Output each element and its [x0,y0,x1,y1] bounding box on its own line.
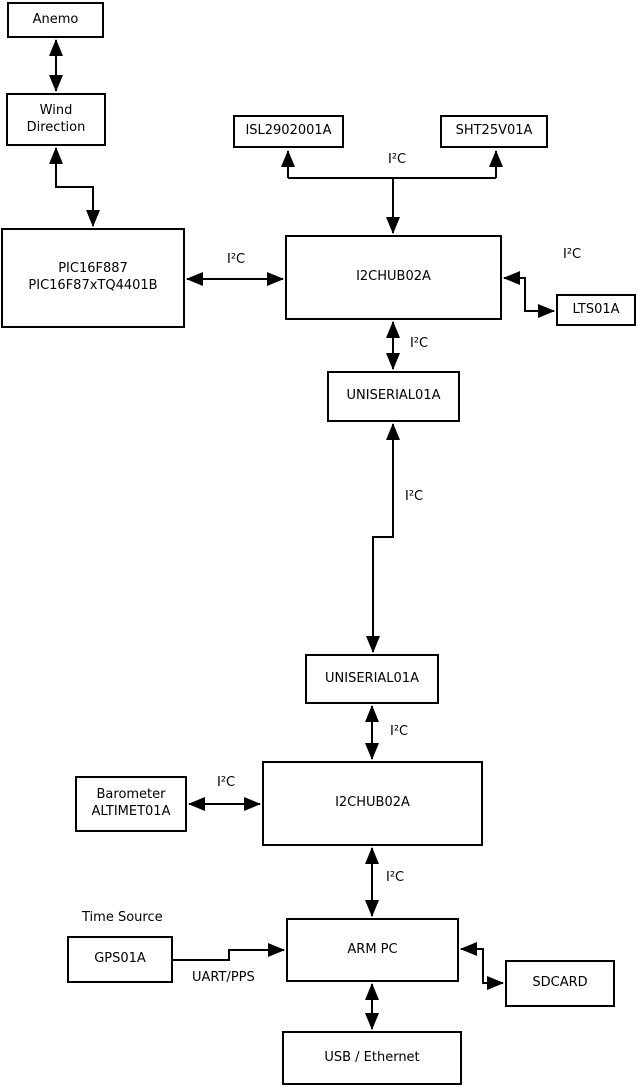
node-sht25v01a-label: SHT25V01A [455,123,533,139]
node-uniserial01a-top: UNISERIAL01A [327,371,460,422]
node-uniserial01a-bottom: UNISERIAL01A [305,654,439,704]
edge-label-i2c-hub2-armpc: I²C [386,870,405,885]
edge-label-i2c-hub1-uniserial: I²C [410,336,429,351]
node-isl2902001a-label: ISL2902001A [245,123,332,139]
connector-armpc-sdcard [460,942,504,990]
node-barometer-line1: Barometer [96,787,166,803]
node-i2chub02a-bottom: I2CHUB02A [262,761,483,846]
node-usb-ethernet-label: USB / Ethernet [324,1049,420,1065]
node-i2chub02a-bottom-label: I2CHUB02A [335,795,410,811]
connector-uniserial1-uniserial2 [366,423,400,653]
node-wind-direction-line2: Direction [26,119,86,135]
edge-label-i2c-uniserial-link: I²C [405,489,424,504]
edge-label-i2c-pic-hub: I²C [227,252,246,267]
node-pic16f887-line1: PIC16F887 [58,261,128,277]
edge-label-i2c-barometer-hub2: I²C [217,775,236,790]
node-sdcard: SDCARD [505,960,615,1007]
node-arm-pc-label: ARM PC [347,941,398,957]
node-barometer-line2: ALTIMET01A [91,804,171,819]
node-wind-direction-line1: Wind [39,102,73,118]
node-sdcard-label: SDCARD [532,975,588,991]
node-sht25v01a: SHT25V01A [440,115,548,148]
node-isl2902001a: ISL2902001A [233,115,344,148]
node-uniserial01a-top-label: UNISERIAL01A [346,388,441,404]
node-lts01a-label: LTS01A [572,301,620,317]
edge-label-time-source: Time Source [82,910,163,925]
node-lts01a: LTS01A [556,294,636,326]
node-anemo-label: Anemo [32,11,79,27]
node-pic16f887: PIC16F887 PIC16F87xTQ4401B [1,228,185,328]
node-barometer-altimet01a: Barometer ALTIMET01A [75,776,187,832]
node-uniserial01a-bottom-label: UNISERIAL01A [325,670,419,686]
node-wind-direction: Wind Direction [6,93,106,146]
node-i2chub02a-top-label: I2CHUB02A [356,269,431,285]
connector-gps-armpc [173,943,285,961]
node-arm-pc: ARM PC [286,918,459,982]
edge-label-i2c-uniserial-hub2: I²C [390,724,409,739]
node-anemo: Anemo [7,2,104,38]
node-gps01a-label: GPS01A [94,951,146,967]
connector-hub1-lts [503,271,555,318]
edge-label-i2c-sensor-bus: I²C [388,152,407,167]
edge-label-uart-pps: UART/PPS [192,970,255,985]
node-i2chub02a-top: I2CHUB02A [285,235,502,320]
edge-label-i2c-hub-lts: I²C [563,247,582,262]
node-usb-ethernet: USB / Ethernet [282,1031,462,1085]
node-gps01a: GPS01A [67,936,173,983]
connector-wind-pic [49,147,100,227]
node-pic16f887-line2: PIC16F87xTQ4401B [28,278,158,293]
